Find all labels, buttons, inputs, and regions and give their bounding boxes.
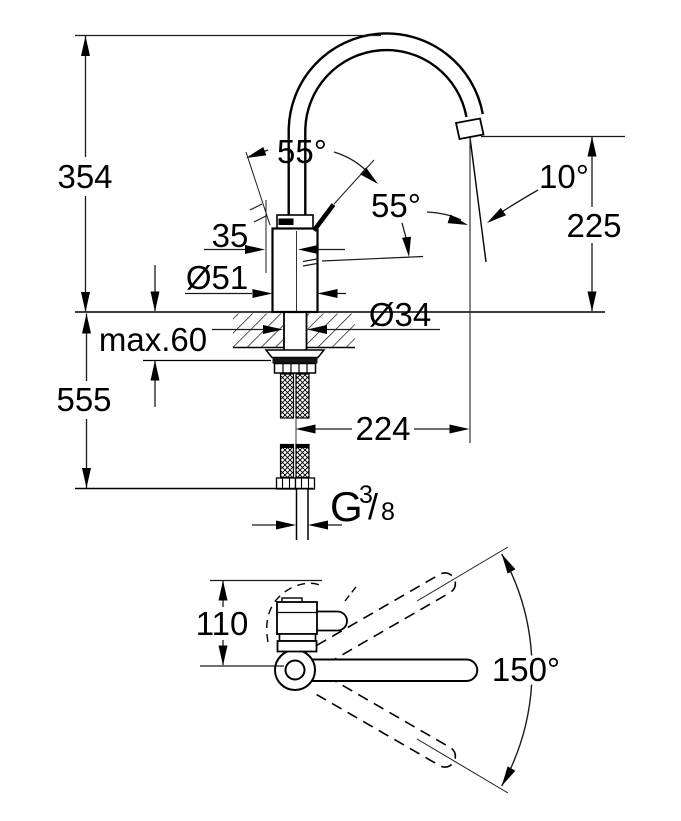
swivel-axis-upper — [416, 546, 509, 602]
label-dia51: Ø51 — [186, 259, 248, 296]
label-555: 555 — [56, 381, 111, 418]
arrow-right-icon — [276, 520, 296, 530]
arrow-left-icon — [298, 245, 318, 254]
leader-55-side — [302, 211, 468, 267]
dim-g38 — [252, 520, 342, 530]
mounting-spacer — [272, 357, 318, 364]
faucet-side-view — [264, 32, 487, 540]
arrow-down-icon — [218, 645, 228, 666]
dim-225 — [481, 135, 625, 312]
dim-110 — [200, 579, 322, 667]
side-view-dimensions — [75, 34, 625, 530]
dim-max60 — [150, 265, 160, 407]
arrow-up-left-icon — [501, 554, 516, 574]
label-224: 224 — [355, 410, 410, 447]
arrow-right-icon — [245, 245, 265, 254]
mounting-flange — [264, 349, 326, 359]
hose-nut-right — [294, 477, 316, 490]
thread-numerator: 3 — [359, 481, 373, 509]
label-55-lift: 55° — [277, 133, 327, 170]
spout-position-upper — [316, 572, 457, 665]
arrow-right-icon — [252, 289, 273, 298]
cap-detail — [278, 218, 294, 225]
arrow-down-icon — [82, 468, 91, 488]
arrow-left-icon — [307, 325, 327, 334]
label-55-side: 55° — [371, 187, 421, 224]
dim-35 — [204, 200, 345, 273]
leader-10 — [487, 189, 539, 223]
arrow-up-icon — [587, 136, 597, 157]
supply-hoses — [275, 373, 316, 490]
arrow-down-icon — [587, 291, 597, 312]
arrow-right-icon — [449, 424, 470, 434]
arrow-down-right-icon — [360, 167, 378, 184]
arrow-left-icon — [295, 424, 316, 434]
spout-top-view — [299, 658, 479, 682]
spout-position-lower — [316, 675, 457, 768]
dim-224 — [295, 424, 470, 434]
arrow-right-icon — [263, 325, 283, 334]
arrow-down-icon — [150, 291, 160, 312]
dim-150-arc — [501, 553, 533, 787]
side-view: 354 555 max.60 35 Ø51 Ø34 55° 55° 10° 22… — [56, 32, 625, 540]
arrow-down-icon — [81, 292, 90, 312]
spout-tube-core — [289, 34, 482, 220]
connection-pipe — [295, 489, 309, 540]
thread-letter: G — [330, 483, 363, 530]
body-top-view — [266, 582, 357, 653]
label-35: 35 — [212, 217, 249, 254]
arrow-left-icon — [246, 147, 267, 158]
label-150: 150° — [492, 651, 560, 688]
arrow-up-icon — [150, 360, 160, 381]
label-225: 225 — [566, 207, 621, 244]
arrow-up-icon — [81, 36, 90, 56]
swivel-ring-inner — [284, 659, 306, 681]
faucet-body — [271, 227, 319, 314]
arrow-up-icon — [82, 313, 91, 334]
handle-swivel-dashed-arc — [266, 582, 323, 643]
thread-slash: / — [368, 486, 378, 527]
dim-354 — [81, 36, 90, 312]
leader-55-lift — [245, 147, 378, 226]
aerator — [454, 117, 485, 141]
stream-line — [469, 137, 487, 263]
swivel-axis-lower — [416, 738, 509, 794]
mounting-nut — [273, 362, 317, 374]
dim-dia51 — [185, 289, 346, 298]
arrow-down-icon — [402, 236, 411, 257]
arrow-right-icon — [447, 214, 468, 225]
label-max60: max.60 — [99, 321, 207, 358]
dim-dia34 — [212, 325, 440, 334]
label-354: 354 — [57, 158, 112, 195]
dim-555 — [75, 313, 313, 490]
arrow-left-icon — [317, 289, 338, 298]
label-thread-g38: G 3 / 8 — [330, 481, 395, 530]
thread-denominator: 8 — [381, 498, 395, 526]
label-110: 110 — [196, 605, 249, 642]
arrow-down-left-icon — [501, 766, 516, 786]
arrow-left-icon — [308, 520, 328, 530]
arrow-left-icon — [487, 207, 506, 223]
hose-nut-left — [275, 477, 297, 490]
arrow-up-icon — [218, 580, 228, 601]
label-10: 10° — [539, 158, 589, 195]
top-view: 110 150° — [196, 546, 560, 794]
lever-handle — [312, 203, 336, 232]
label-dia34: Ø34 — [369, 296, 431, 333]
